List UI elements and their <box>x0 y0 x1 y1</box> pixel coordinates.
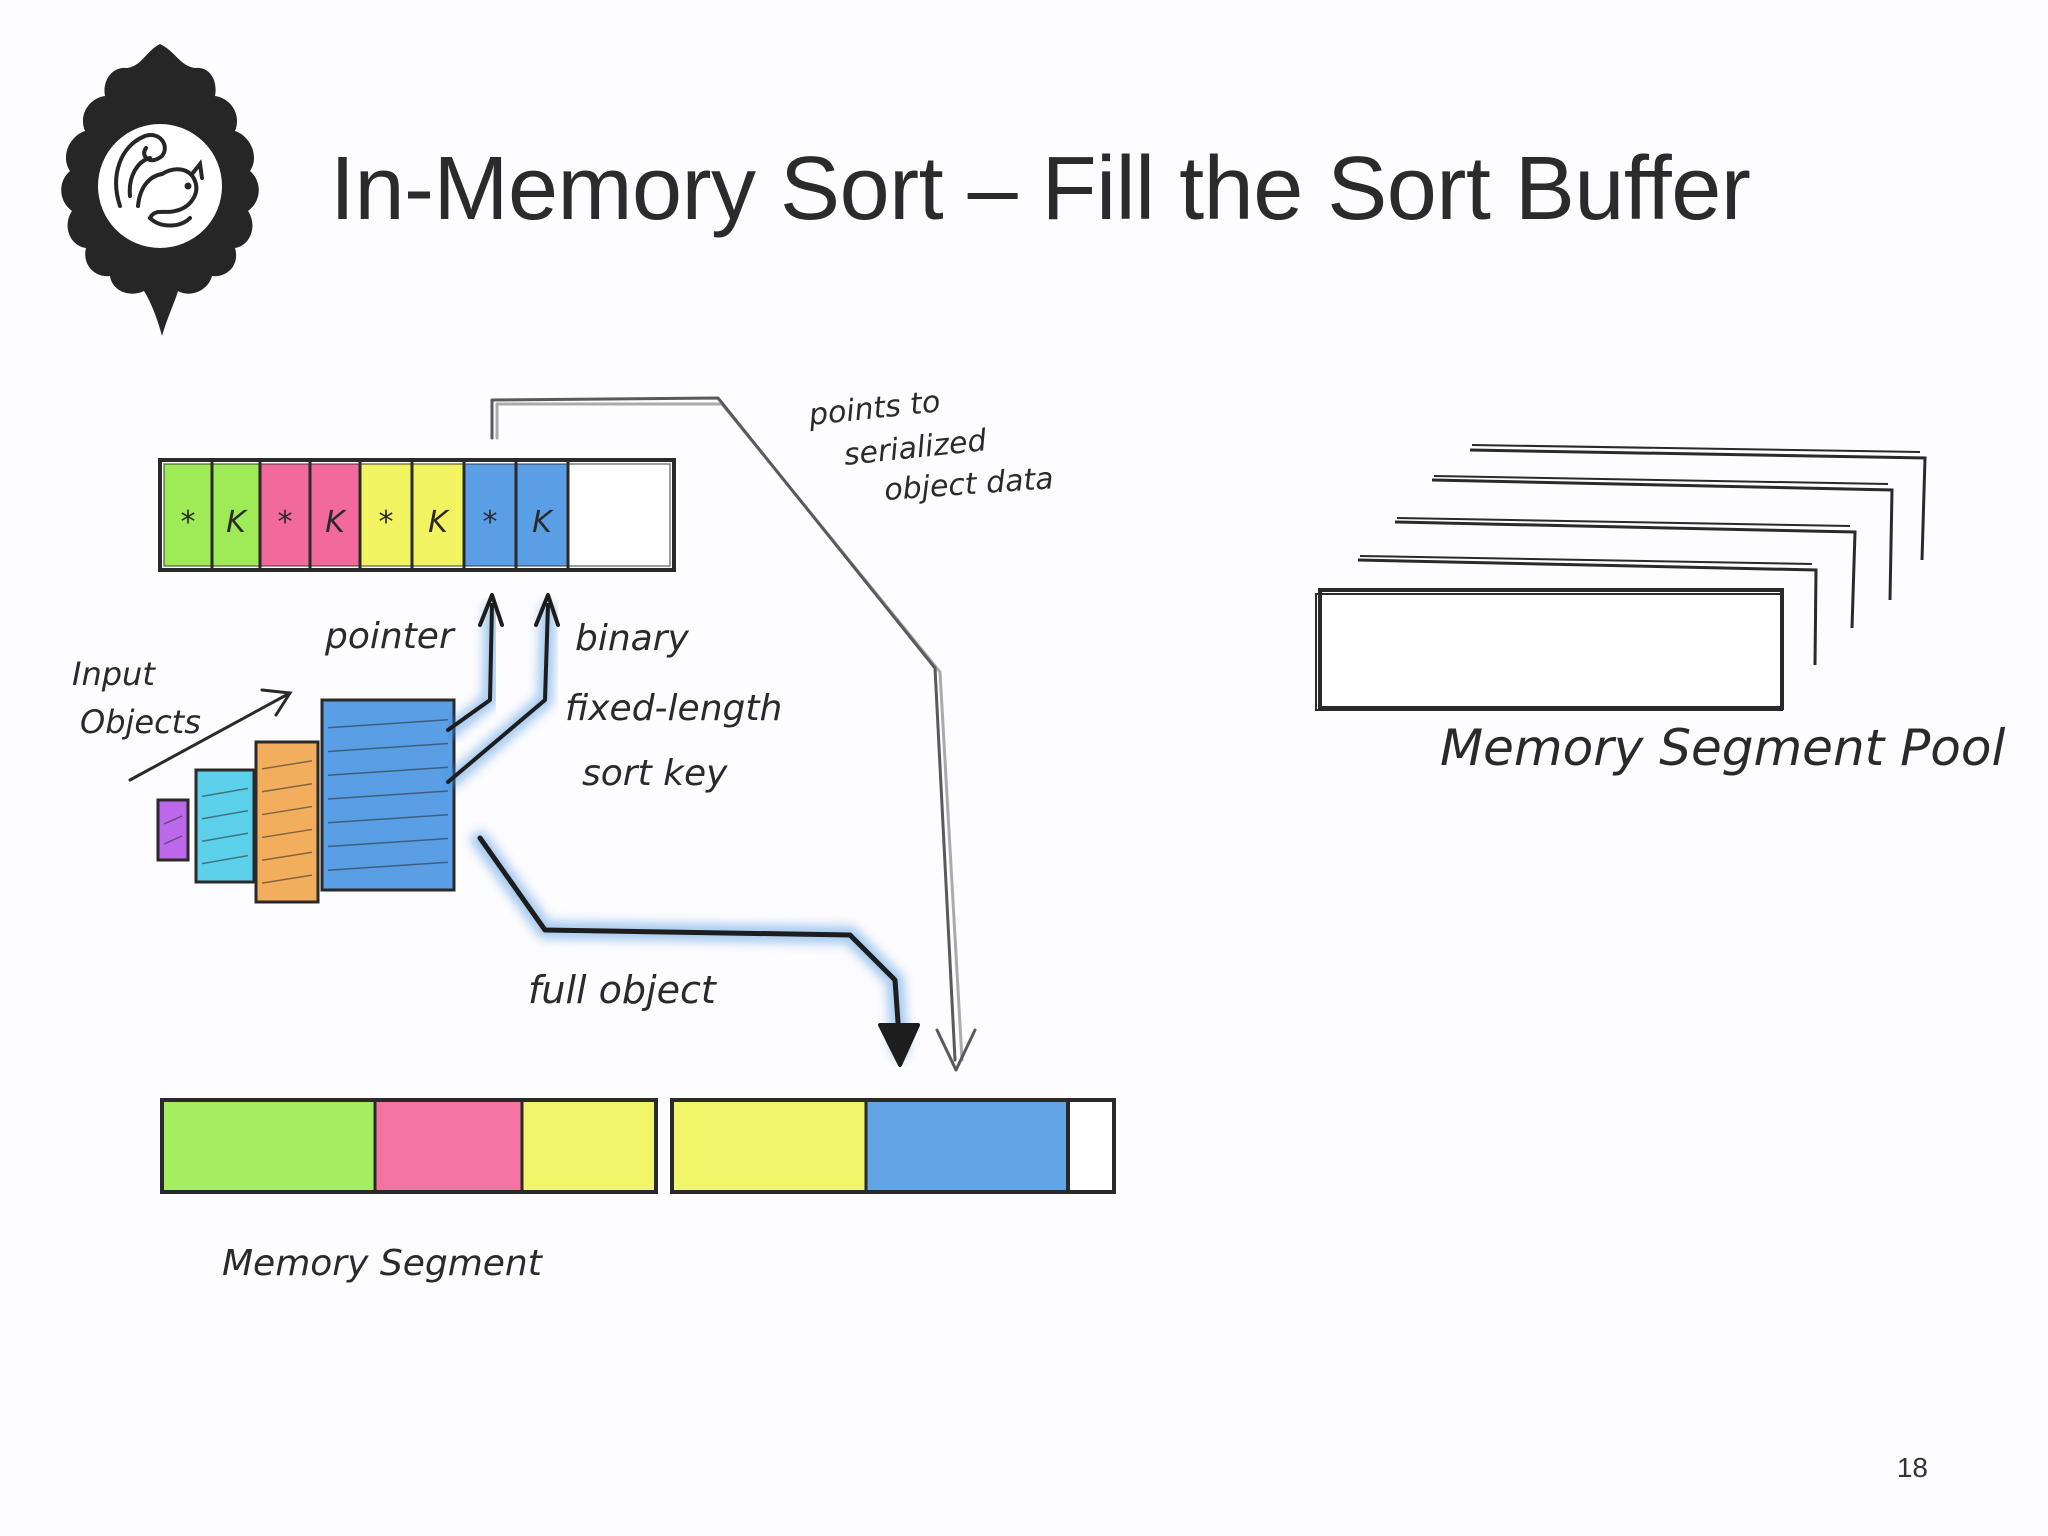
memory-segment-label: Memory Segment <box>222 1243 544 1284</box>
points-to-label-line1: points to <box>806 384 942 433</box>
sort-buffer-cell-label: * <box>483 505 498 540</box>
memory-segment-block <box>164 1102 375 1190</box>
sort-buffer-cell-label: K <box>532 505 554 540</box>
input-label: Input <box>72 655 156 693</box>
pointer-label: pointer <box>324 616 456 657</box>
sort-buffer-cell-label: K <box>325 505 347 540</box>
sort-buffer-cell <box>212 464 260 566</box>
sort-buffer-cell <box>164 464 212 566</box>
memory-segment <box>160 1098 1116 1194</box>
page-number: 18 <box>1896 1452 1928 1483</box>
fixed-length-label: fixed-length <box>565 688 782 729</box>
memory-segment-block <box>375 1102 522 1190</box>
sort-buffer-cell <box>568 464 678 566</box>
sort-buffer: * K * K * K * K <box>158 458 678 572</box>
sort-buffer-cell <box>412 464 464 566</box>
objects-label: Objects <box>80 703 201 741</box>
memory-segment-pool <box>1315 444 1927 711</box>
sort-key-label: sort key <box>582 753 728 794</box>
sort-buffer-cell-label: * <box>379 505 394 540</box>
input-object <box>156 798 190 862</box>
full-object-label: full object <box>528 968 718 1012</box>
input-objects <box>156 698 456 904</box>
memory-segment-block <box>1068 1102 1112 1190</box>
input-object <box>194 768 256 884</box>
slide-title: In-Memory Sort – Fill the Sort Buffer <box>330 139 1751 239</box>
points-to-label-line3: object data <box>883 461 1055 508</box>
points-to-arrow <box>490 396 977 1072</box>
squirrel-logo-icon <box>61 44 259 336</box>
sort-buffer-cell <box>310 464 360 566</box>
pointer-arrows <box>444 593 560 788</box>
sort-buffer-cell-label: * <box>278 505 293 540</box>
memory-segment-block <box>674 1102 866 1190</box>
sort-buffer-cell <box>464 464 516 566</box>
sort-buffer-cell-label: * <box>181 505 196 540</box>
points-to-label-line2: serialized <box>842 423 989 473</box>
sort-buffer-cell-label: K <box>226 505 248 540</box>
sort-buffer-cell <box>516 464 568 566</box>
input-arrow <box>128 688 293 782</box>
input-object <box>254 740 320 904</box>
memory-segment-block <box>522 1102 654 1190</box>
sort-buffer-cell <box>260 464 310 566</box>
binary-label: binary <box>575 618 690 659</box>
memory-segment-pool-label: Memory Segment Pool <box>1440 719 2005 777</box>
sort-buffer-cell-label: K <box>428 505 450 540</box>
full-object-arrow <box>471 831 920 1067</box>
sort-buffer-cell <box>360 464 412 566</box>
memory-segment-block <box>866 1102 1068 1190</box>
input-object <box>320 698 456 892</box>
